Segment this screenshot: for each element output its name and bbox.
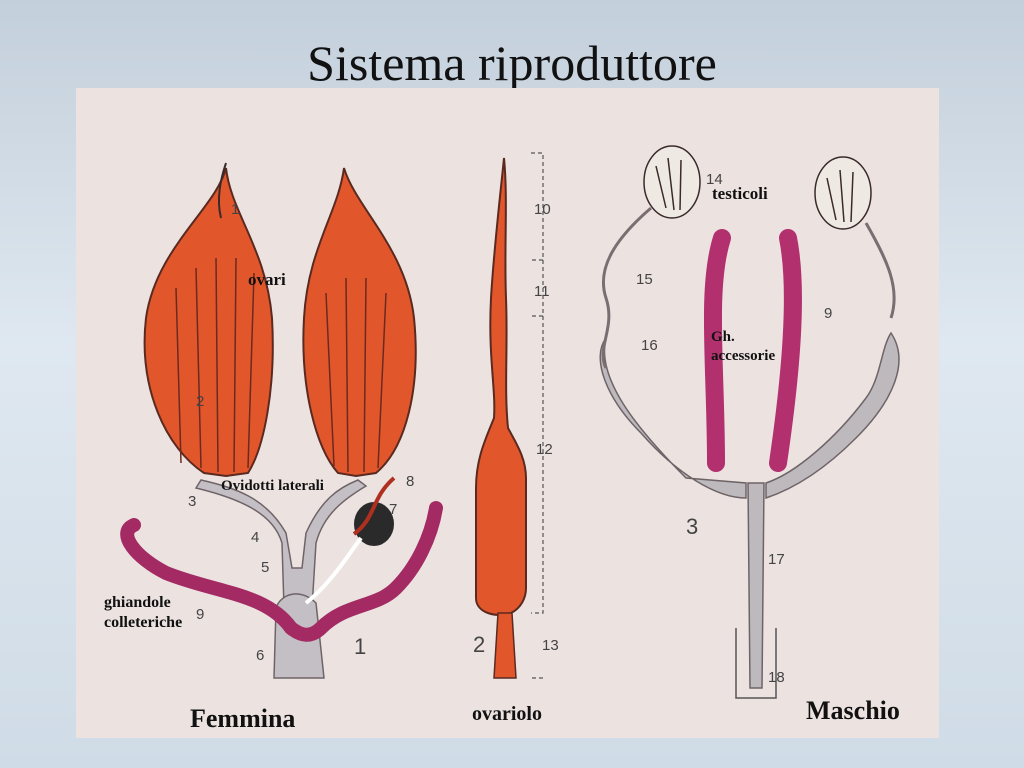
vas-deferens (864, 222, 896, 319)
ovariole (475, 152, 544, 679)
num-1a: 1 (231, 201, 239, 218)
label-maschio: Maschio (806, 696, 900, 725)
num-3a: 3 (188, 493, 196, 510)
female-ducts (194, 479, 368, 679)
slide-title: Sistema riproduttore (307, 35, 717, 91)
num-2b: 2 (473, 632, 485, 657)
num-7: 7 (389, 501, 397, 518)
num-3b: 3 (686, 514, 698, 539)
colleterial-gland (120, 501, 443, 642)
num-8: 8 (406, 473, 414, 490)
num-6: 6 (256, 647, 264, 664)
spermatheca-gland (352, 476, 396, 536)
label-gh-accessorie: Gh. accessorie (711, 329, 776, 364)
num-1b: 1 (354, 634, 366, 659)
num-15: 15 (636, 271, 653, 288)
num-12: 12 (536, 441, 553, 458)
num-11: 11 (534, 283, 550, 300)
anatomy-drawing: 1 2 3 4 5 6 7 8 9 1 10 11 12 13 2 14 15 … (120, 145, 900, 699)
num-13: 13 (542, 637, 559, 654)
male-ducts (599, 331, 900, 689)
spermatheca (354, 502, 394, 546)
label-ghiandole-colleteriche: ghiandole colleteriche (104, 594, 183, 631)
aedeagus (735, 628, 777, 699)
testes (643, 145, 872, 230)
num-2a: 2 (196, 393, 204, 410)
num-17: 17 (768, 551, 785, 568)
num-5: 5 (261, 559, 269, 576)
num-18: 18 (768, 669, 785, 686)
right-ovary (302, 167, 417, 478)
left-ovary (143, 162, 274, 478)
label-testicoli: testicoli (712, 184, 768, 203)
num-4: 4 (251, 529, 259, 546)
figure-numbers: 1 2 3 4 5 6 7 8 9 1 10 11 12 13 2 14 15 … (188, 171, 832, 686)
label-ovari: ovari (248, 270, 286, 289)
label-femmina: Femmina (190, 704, 296, 733)
num-16: 16 (641, 337, 658, 354)
reproductive-system-figure: 1 2 3 4 5 6 7 8 9 1 10 11 12 13 2 14 15 … (76, 88, 939, 738)
num-9b: 9 (824, 305, 832, 322)
label-ovidotti-laterali: Ovidotti laterali (221, 478, 324, 494)
num-14: 14 (706, 171, 723, 188)
accessory-glands (703, 229, 802, 472)
vas-deferens (601, 206, 652, 369)
num-10: 10 (534, 201, 551, 218)
num-9a: 9 (196, 606, 204, 623)
spermatheca-duct (304, 536, 363, 605)
label-ovariolo: ovariolo (472, 703, 542, 725)
